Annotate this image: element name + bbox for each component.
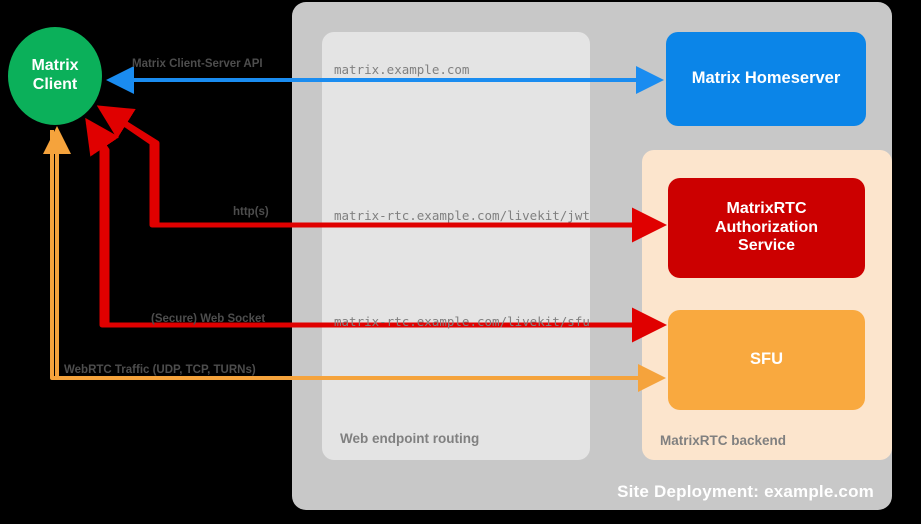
auth-line-3: Service [738, 237, 795, 255]
edge-label-webrtc-traffic: WebRTC Traffic (UDP, TCP, TURNs) [64, 364, 256, 376]
auth-line-1: MatrixRTC [726, 199, 807, 217]
web-endpoint-routing-container: Web endpoint routing [322, 32, 590, 460]
matrix-client-line-1: Matrix [31, 57, 79, 75]
matrixrtc-backend-label: MatrixRTC backend [660, 433, 787, 448]
web-endpoint-routing-label: Web endpoint routing [340, 431, 480, 446]
url-label-livekit-jwt: matrix-rtc.example.com/livekit/jwt [334, 208, 590, 223]
node-matrixrtc-authorization-service[interactable]: MatrixRTC Authorization Service [668, 178, 865, 278]
matrix-client-line-2: Client [32, 76, 78, 93]
url-label-livekit-sfu: matrix-rtc.example.com/livekit/sfu [334, 314, 590, 329]
node-matrix-client[interactable]: Matrix Client [8, 27, 102, 125]
node-matrix-homeserver[interactable]: Matrix Homeserver [666, 32, 866, 126]
node-sfu[interactable]: SFU [668, 310, 865, 410]
url-label-matrix-example-com: matrix.example.com [334, 62, 470, 77]
matrix-homeserver-label: Matrix Homeserver [691, 69, 841, 88]
edge-label-http-jwt: http(s) [233, 206, 269, 218]
auth-line-2: Authorization [714, 218, 819, 236]
site-deployment-title: Site Deployment: example.com [617, 482, 874, 501]
edge-label-secure-web-socket: (Secure) Web Socket [151, 313, 266, 325]
edge-label-matrix-client-server-api: Matrix Client-Server API [132, 58, 263, 70]
sfu-label: SFU [750, 350, 783, 369]
